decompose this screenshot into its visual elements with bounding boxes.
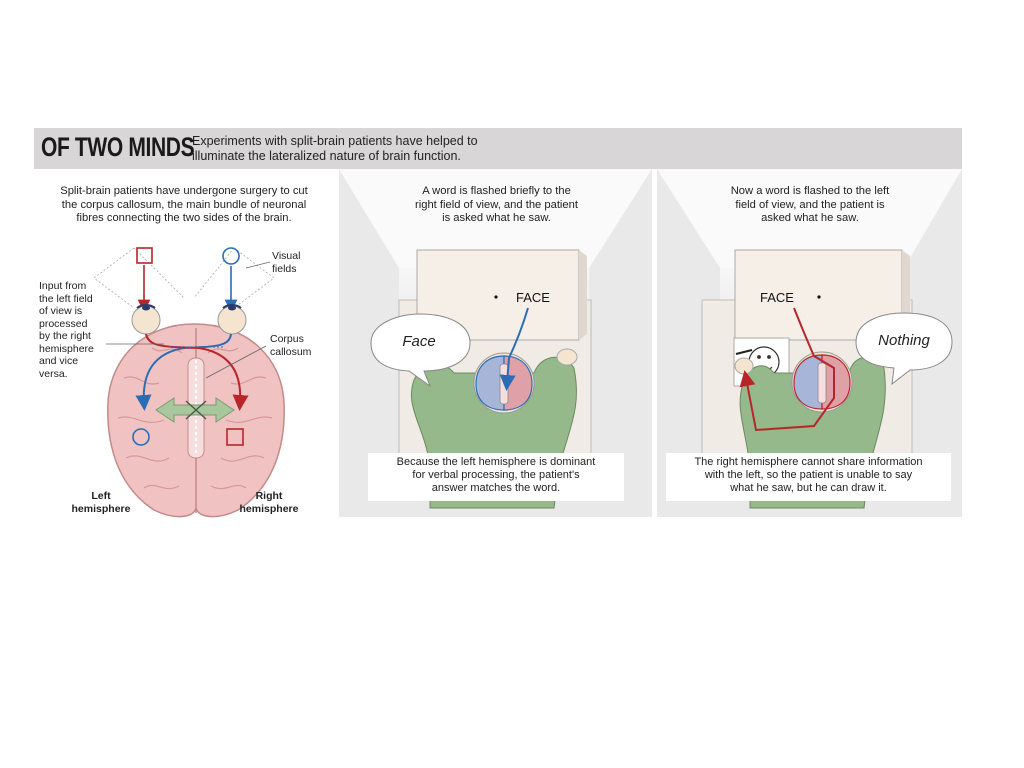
- input-label-line: hemisphere: [39, 342, 94, 355]
- corpus-label-line: Corpus: [270, 333, 304, 345]
- right-bottom-line-3: what he saw, but he can draw it.: [730, 482, 887, 494]
- middle-caption-line-3: is asked what he saw.: [442, 212, 551, 224]
- middle-screen-word: FACE: [516, 290, 550, 305]
- right-bottom-line-2: with the left, so the patient is unable …: [704, 469, 913, 481]
- right-bottom-line-1: The right hemisphere cannot share inform…: [694, 456, 923, 468]
- left-hemisphere-label: Left hemisphere: [68, 490, 134, 515]
- right-caption: Now a word is flashed to the left field …: [679, 185, 941, 226]
- input-label-line: versa.: [39, 367, 68, 380]
- middle-room: [339, 169, 652, 509]
- right-hemi-line: Right: [255, 490, 283, 502]
- right-caption-line-2: field of view, and the patient is: [735, 198, 885, 211]
- input-label-line: Input from: [39, 280, 87, 292]
- middle-bottom-line-2: for verbal processing, the patient's: [412, 469, 580, 481]
- subtitle-line-1: Experiments with split-brain patients ha…: [192, 134, 478, 148]
- middle-bubble-text: Face: [402, 333, 436, 350]
- circle-target-top: [222, 247, 240, 265]
- middle-caption: A word is flashed briefly to the right f…: [364, 185, 629, 226]
- input-label-line: the left field: [39, 292, 93, 305]
- right-caption-line-3: asked what he saw.: [761, 212, 859, 224]
- left-hemi-line: hemisphere: [71, 502, 131, 515]
- right-screen-word: FACE: [760, 290, 794, 305]
- red-pathway: [145, 333, 249, 411]
- left-hemi-line: Left: [91, 490, 111, 502]
- input-label-line: processed: [39, 317, 88, 330]
- left-caption-line-1: Split-brain patients have undergone surg…: [60, 185, 308, 197]
- input-label-line: by the right: [39, 330, 91, 342]
- visual-fields-label: Visual fields: [272, 250, 300, 275]
- input-label-line: of view is: [39, 305, 83, 317]
- corpus-label-line: callosum: [270, 345, 312, 358]
- middle-bottom-caption: Because the left hemisphere is dominant …: [368, 453, 624, 501]
- cut-arrows-icon: [155, 397, 235, 423]
- left-caption: Split-brain patients have undergone surg…: [34, 185, 334, 226]
- right-hemi-line: hemisphere: [239, 502, 299, 515]
- header-bar: [34, 128, 962, 169]
- figure: OF TWO MINDS Experiments with split-brai…: [34, 128, 962, 518]
- right-bottom-caption: The right hemisphere cannot share inform…: [666, 453, 951, 501]
- brain-top-view: [107, 323, 285, 518]
- left-eye: [131, 304, 161, 335]
- corpus-callosum-label: Corpus callosum: [270, 333, 311, 358]
- figure-title: OF TWO MINDS: [41, 132, 195, 162]
- right-hemisphere-label: Right hemisphere: [234, 490, 304, 515]
- subtitle-line-2: illuminate the lateralized nature of bra…: [192, 149, 461, 163]
- visual-field-lines: [93, 247, 275, 309]
- left-caption-line-2: the corpus callosum, the main bundle of …: [61, 198, 307, 211]
- visual-fields-line: fields: [272, 262, 297, 275]
- figure-subtitle: Experiments with split-brain patients ha…: [192, 134, 552, 164]
- middle-bottom-line-3: answer matches the word.: [431, 482, 561, 494]
- visual-fields-line: Visual: [272, 250, 301, 262]
- right-caption-line-1: Now a word is flashed to the left: [730, 185, 890, 197]
- middle-caption-line-2: right field of view, and the patient: [415, 198, 578, 211]
- input-label-line: and vice: [39, 355, 79, 367]
- middle-bottom-line-1: Because the left hemisphere is dominant: [396, 456, 596, 468]
- right-bubble-text: Nothing: [878, 332, 930, 349]
- left-caption-line-3: fibres connecting the two sides of the b…: [76, 212, 292, 224]
- square-target-right-hemi: [226, 428, 244, 446]
- square-target-top: [136, 247, 153, 264]
- right-eye: [217, 304, 247, 335]
- middle-caption-line-1: A word is flashed briefly to the: [422, 185, 571, 197]
- input-label: Input from the left field of view is pro…: [39, 280, 94, 380]
- circle-target-left-hemi: [132, 428, 150, 446]
